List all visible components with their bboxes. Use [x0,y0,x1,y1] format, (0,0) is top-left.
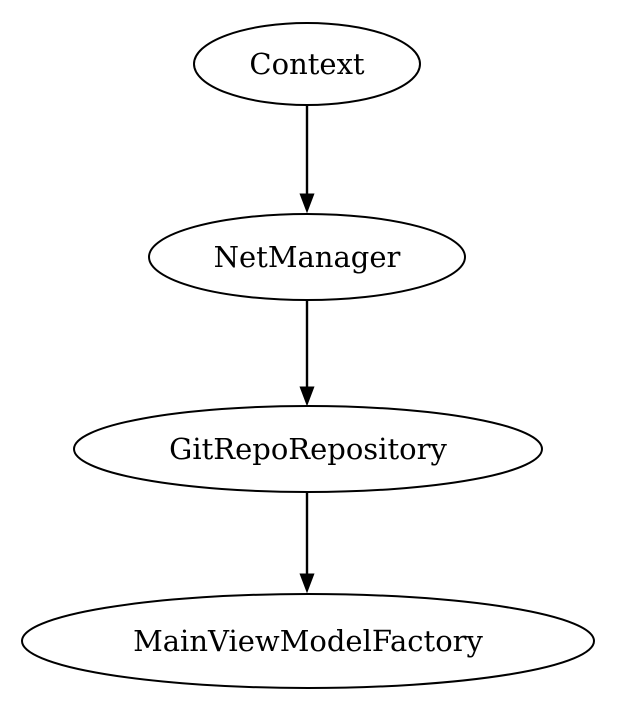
graph-node-mainviewmodelfactory[interactable]: MainViewModelFactory [21,593,595,689]
node-label-netmanager: NetManager [214,240,401,274]
graph-node-netmanager[interactable]: NetManager [148,213,466,301]
node-label-gitrepository: GitRepoRepository [169,432,447,466]
node-label-mainviewmodelfactory: MainViewModelFactory [133,624,483,658]
edge-context-netmanager [299,106,315,214]
arrowhead-icon-gitrepository-mainviewmodelfactory [299,573,315,594]
arrowhead-icon-netmanager-gitrepository [299,386,315,407]
node-shape-netmanager[interactable] [148,213,466,301]
node-shape-gitrepository[interactable] [73,405,543,493]
graph-node-context[interactable]: Context [193,22,421,106]
node-label-context: Context [249,47,364,81]
edge-gitrepository-mainviewmodelfactory [299,493,315,594]
arrowhead-icon-context-netmanager [299,193,315,214]
edge-netmanager-gitrepository [299,301,315,407]
node-shape-context[interactable] [193,22,421,106]
graph-node-gitrepository[interactable]: GitRepoRepository [73,405,543,493]
node-shape-mainviewmodelfactory[interactable] [21,593,595,689]
